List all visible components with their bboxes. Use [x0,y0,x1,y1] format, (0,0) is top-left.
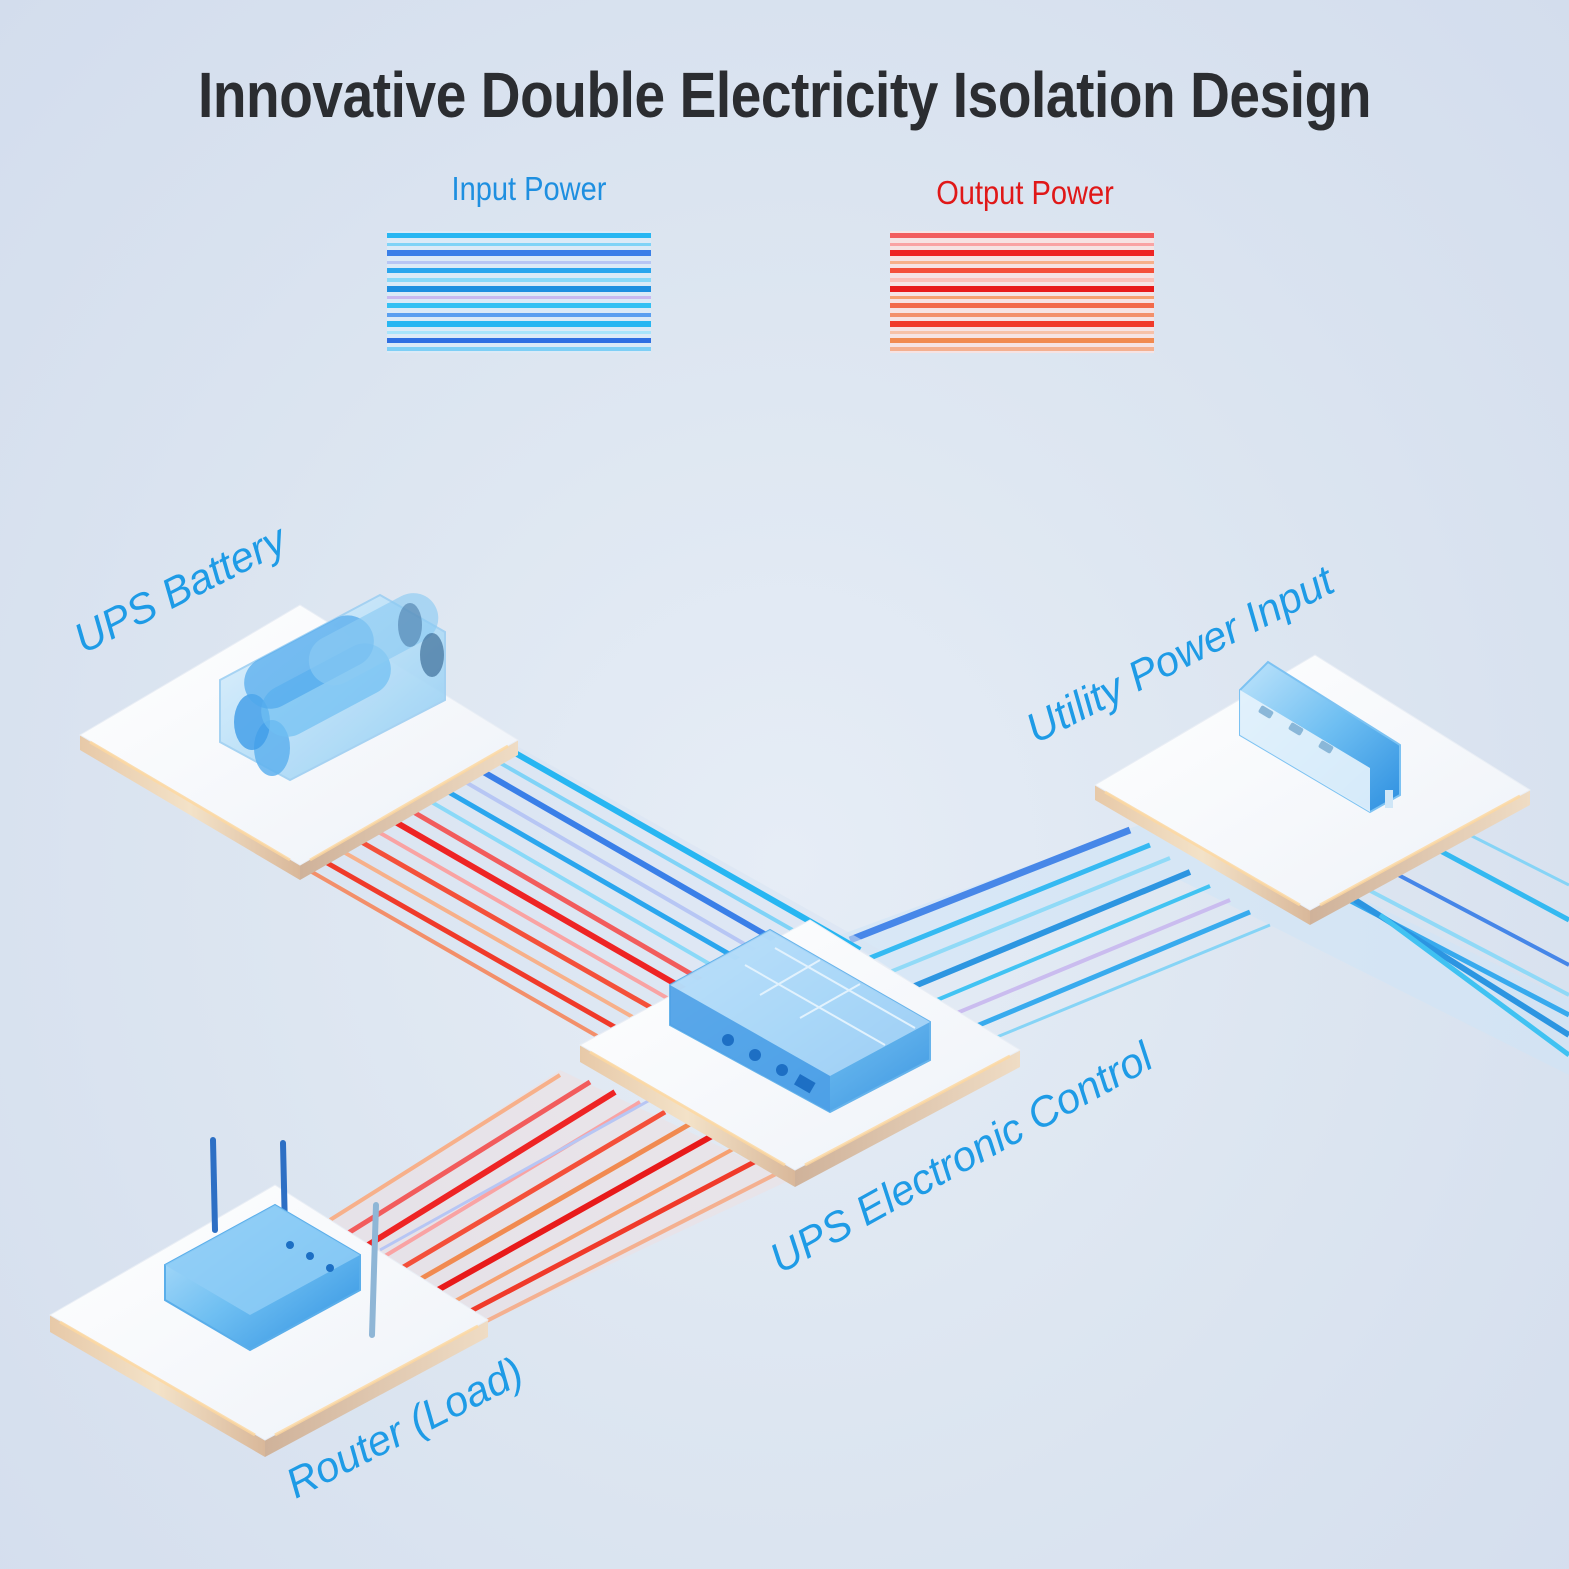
legend-input-swatch [387,231,651,353]
power-strip-icon [1239,660,1401,814]
stream-utility-to-control [840,810,1569,1075]
utility-platform [1094,654,1531,925]
legend-output-swatch [890,231,1154,353]
page-title: Innovative Double Electricity Isolation … [197,59,1372,131]
router-icon [164,1137,379,1352]
legend-output-label: Output Power [936,174,1114,211]
ups-device-icon [669,928,931,1114]
stream-control-to-router [328,1070,790,1334]
battery-pack-icon [219,593,446,782]
legend-input-label: Input Power [451,170,607,207]
